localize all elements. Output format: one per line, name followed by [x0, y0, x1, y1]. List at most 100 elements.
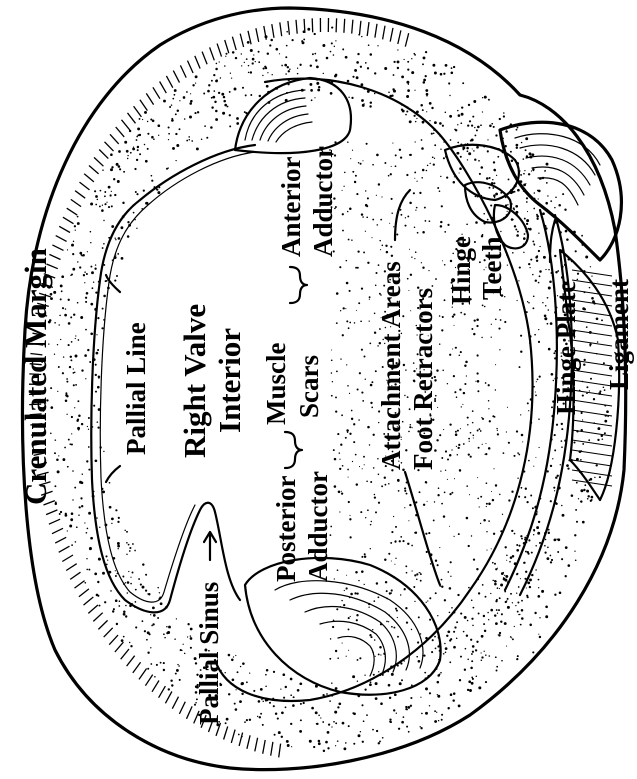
crenulation-tick: [71, 199, 81, 206]
stipple-dot: [426, 95, 427, 96]
stipple-dot: [494, 169, 497, 172]
crenulation-tick: [121, 649, 129, 659]
stipple-dot: [460, 156, 462, 158]
stipple-dot: [508, 178, 510, 180]
stipple-dot: [153, 614, 156, 617]
stipple-dot: [417, 232, 419, 234]
stipple-dot: [432, 64, 435, 67]
stipple-dot: [414, 574, 416, 576]
crenulation-tick: [84, 597, 94, 605]
stipple-dot: [375, 656, 376, 657]
stipple-dot: [60, 298, 62, 300]
stipple-dot: [111, 523, 112, 524]
stipple-dot: [157, 617, 159, 619]
stipple-dot: [441, 714, 443, 716]
stipple-dot: [527, 402, 529, 404]
stipple-dot: [300, 703, 302, 705]
stipple-dot: [534, 612, 536, 614]
stipple-dot: [567, 467, 569, 469]
stipple-dot: [422, 231, 425, 234]
stipple-dot: [279, 53, 280, 54]
stipple-dot: [342, 334, 344, 336]
stipple-dot: [393, 516, 394, 517]
stipple-dot: [117, 542, 120, 545]
stipple-dot: [584, 484, 586, 486]
stipple-dot: [399, 682, 402, 685]
stipple-dot: [526, 501, 528, 503]
stipple-dot: [85, 329, 87, 331]
stipple-dot: [449, 587, 452, 590]
stipple-dot: [437, 681, 440, 684]
stipple-dot: [593, 398, 595, 400]
stipple-dot: [347, 211, 349, 213]
stipple-dot: [535, 545, 537, 547]
stipple-dot: [224, 104, 227, 107]
crenulation-tick: [188, 61, 194, 73]
ligament-hatch-line: [572, 460, 612, 466]
crenulation-tick: [279, 744, 281, 758]
stipple-dot: [405, 708, 407, 710]
stipple-dot: [60, 511, 62, 513]
stipple-dot: [235, 689, 236, 690]
stipple-dot: [481, 656, 483, 658]
crenulation-tick: [80, 182, 90, 190]
label-attachment-areas: Attachment Areas: [376, 261, 406, 470]
stipple-dot: [470, 140, 472, 142]
stipple-dot: [539, 447, 540, 448]
stipple-dot: [234, 703, 236, 705]
stipple-dot: [235, 57, 237, 59]
stipple-dot: [510, 636, 512, 638]
stipple-dot: [345, 308, 346, 309]
stipple-dot: [79, 252, 82, 255]
stipple-dot: [491, 491, 492, 492]
stipple-dot: [370, 524, 372, 526]
stipple-dot: [575, 509, 577, 511]
stipple-dot: [451, 492, 453, 494]
stipple-dot: [145, 160, 148, 163]
stipple-dot: [223, 100, 226, 103]
stipple-dot: [236, 122, 239, 125]
stipple-dot: [370, 636, 372, 638]
stipple-dot: [263, 68, 265, 70]
stipple-dot: [466, 485, 468, 487]
stipple-dot: [181, 650, 182, 651]
stipple-dot: [441, 719, 443, 721]
stipple-dot: [576, 482, 578, 484]
stipple-dot: [589, 287, 591, 289]
stipple-dot: [353, 441, 355, 443]
stipple-dot: [472, 148, 473, 149]
stipple-dot: [370, 481, 372, 483]
stipple-dot: [323, 73, 324, 74]
stipple-dot: [262, 701, 263, 702]
stipple-dot: [472, 410, 474, 412]
stipple-dot: [377, 224, 379, 226]
crenulation-tick: [202, 52, 207, 65]
stipple-dot: [548, 532, 550, 534]
stipple-dot: [360, 511, 362, 513]
stipple-dot: [334, 75, 337, 78]
stipple-dot: [356, 614, 358, 616]
stipple-dot: [356, 193, 358, 195]
stipple-dot: [374, 72, 376, 74]
stipple-dot: [179, 100, 180, 101]
stipple-dot: [190, 647, 192, 649]
stipple-dot: [499, 118, 501, 120]
stipple-dot: [334, 46, 335, 47]
stipple-dot: [496, 666, 498, 668]
stipple-dot: [362, 468, 363, 469]
stipple-dot: [367, 262, 369, 264]
stipple-dot: [523, 173, 525, 175]
stipple-dot: [425, 89, 428, 92]
stipple-dot: [54, 354, 55, 355]
stipple-dot: [517, 452, 519, 454]
stipple-dot: [566, 238, 569, 241]
stipple-dot: [450, 576, 451, 577]
stipple-dot: [62, 307, 64, 309]
stipple-dot: [421, 139, 423, 141]
stipple-dot: [471, 328, 473, 330]
crenulation-tick: [133, 662, 141, 673]
crenulation-tick: [224, 726, 228, 739]
crenulation-tick: [52, 528, 63, 533]
stipple-dot: [163, 662, 165, 664]
